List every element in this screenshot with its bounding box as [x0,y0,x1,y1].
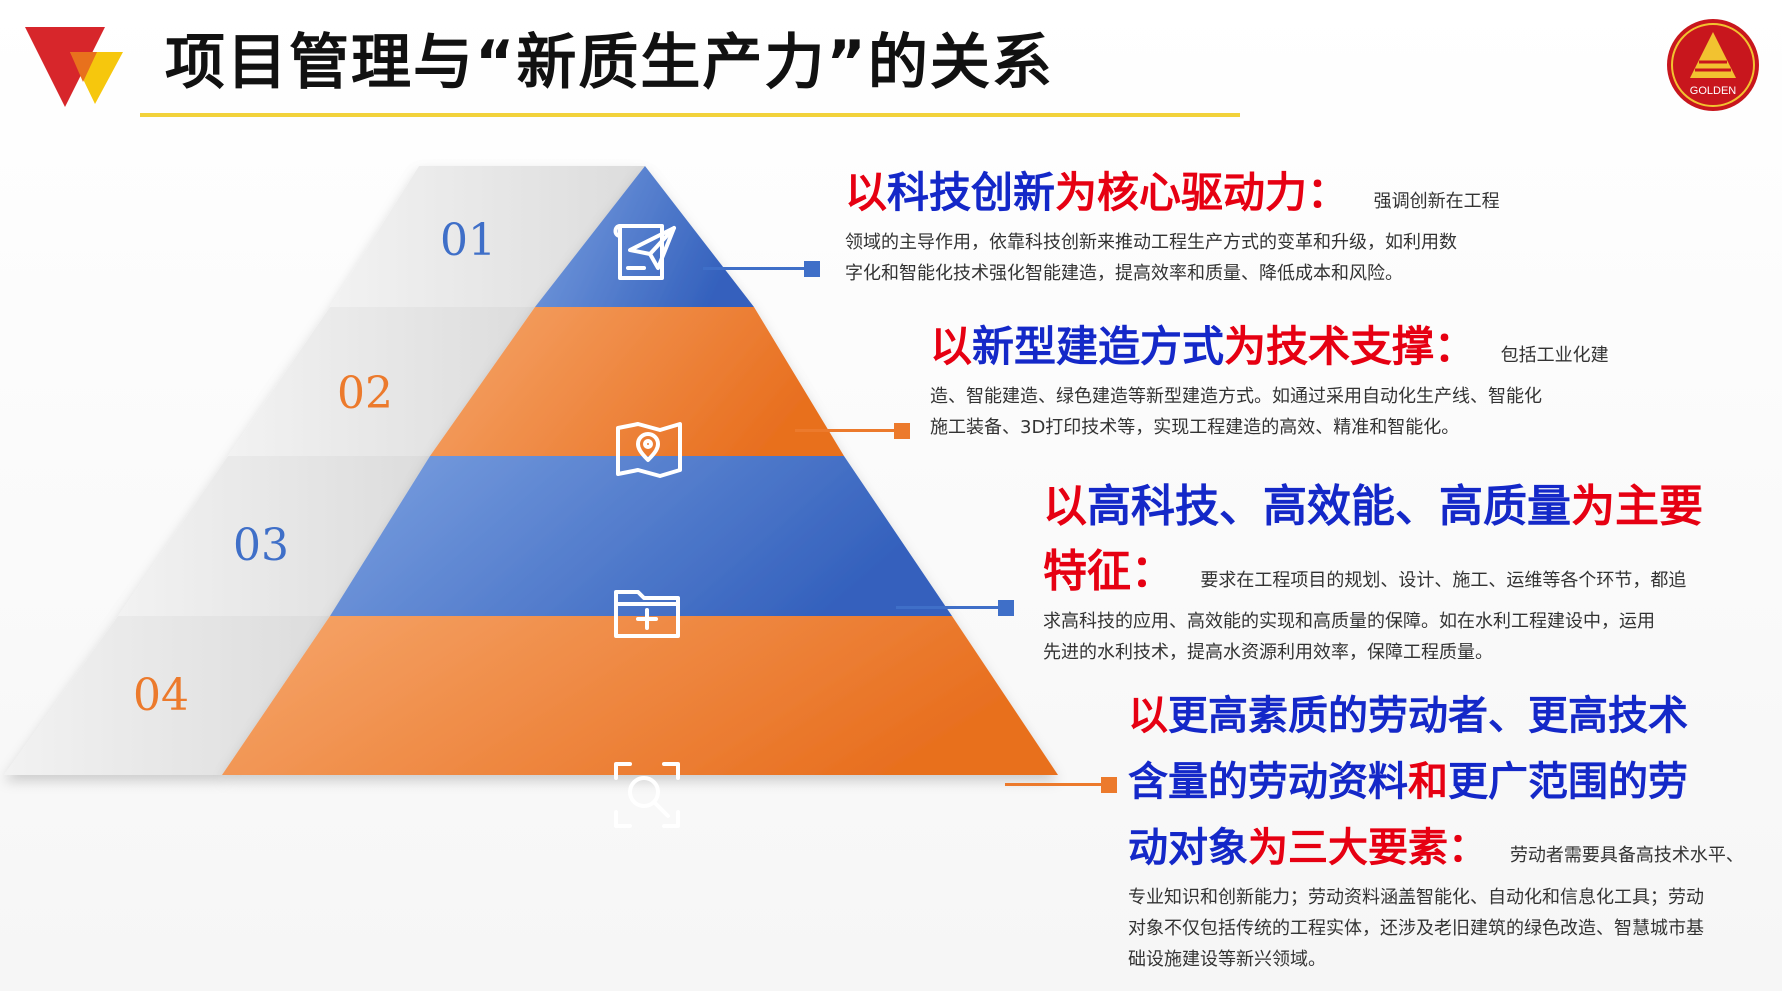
item-4-role: 为三大要素： [1248,824,1488,871]
item-2: 以新型建造方式为技术支撑： 包括工业化建 造、智能建造、绿色建造等新型建造方式。… [930,320,1630,443]
item-4-body-inline: 劳动者需要具备高技术水平、 [1509,845,1744,866]
tier-back-4 [4,616,330,775]
item-4-key-3: 更广范围的劳 [1448,758,1688,805]
connector-end-3 [998,600,1014,616]
map-location-icon [616,422,682,478]
connector-end-1 [804,261,820,277]
item-3-role: 为主要 [1571,481,1703,532]
connector-line-3 [896,606,1006,609]
item-2-body-line: 施工装备、3D打印技术等，实现工程建造的高效、精准和智能化。 [930,416,1460,438]
tier-back-1 [330,166,645,307]
item-2-role: 为技术支撑： [1224,322,1477,371]
page-title: 项目管理与“新质生产力”的关系 [165,28,1054,98]
item-3-prefix: 以 [1043,481,1087,532]
item-3-key: 高科技、高效能、高质量 [1087,481,1571,532]
tier-back-3 [118,456,430,616]
folder-add-icon [614,590,680,638]
item-1-prefix: 以 [845,168,888,217]
connector-end-4 [1101,777,1117,793]
item-1-body-line: 字化和智能化技术强化智能建造，提高效率和质量、降低成本和风险。 [845,262,1403,284]
golden-pyramid-badge-icon: GOLDEN [1667,19,1759,111]
red-triangle-logo-icon [25,27,123,107]
tier-front-3 [330,456,952,616]
tier-back-2 [228,307,535,456]
item-4-key-1: 更高素质的劳动者、更高技术 [1168,692,1688,739]
tier-front-2 [430,307,844,456]
item-3-body-line: 求高科技的应用、高效能的实现和高质量的保障。如在水利工程建设中，运用 [1043,611,1655,633]
item-3-body-line: 先进的水利技术，提高水资源利用效率，保障工程质量。 [1043,642,1493,664]
connector-line-2 [795,429,905,432]
tier-number-01: 01 [440,215,496,266]
tier-number-03: 03 [233,520,289,571]
tier-front-4 [222,616,1058,775]
title-underline [140,113,1240,117]
item-4-body-line: 础设施建设等新兴领域。 [1128,949,1326,970]
item-1-role: 为核心驱动力： [1055,168,1350,217]
golden-logo-text: GOLDEN [1690,85,1737,97]
item-1-body-line: 领域的主导作用，依靠科技创新来推动工程生产方式的变革和升级，如利用数 [845,231,1457,253]
tier-number-02: 02 [337,368,393,419]
item-3: 以高科技、高效能、高质量为主要 特征： 要求在工程项目的规划、设计、施工、运维等… [1043,478,1743,668]
item-4-and: 和 [1408,758,1448,805]
tier-number-04: 04 [133,670,189,721]
item-1-key: 科技创新 [887,168,1056,217]
item-2-body-line: 造、智能建造、绿色建造等新型建造方式。如通过采用自动化生产线、智能化 [930,385,1542,407]
pyramid-diagram: 01 02 03 04 [4,166,1058,828]
paper-plane-document-icon [613,224,676,280]
item-4-body-line: 对象不仅包括传统的工程实体，还涉及老旧建筑的绿色改造、智慧城市基 [1128,918,1704,939]
item-2-key: 新型建造方式 [972,322,1225,371]
item-2-body-inline: 包括工业化建 [1500,345,1609,366]
connector-line-4 [1005,783,1105,786]
item-4-key-2: 含量的劳动资料 [1128,758,1408,805]
item-3-role-cont: 特征： [1043,546,1175,598]
item-4-key-4: 动对象 [1128,824,1248,871]
connector-end-2 [894,423,910,439]
item-1: 以科技创新为核心驱动力： 强调创新在工程 领域的主导作用，依靠科技创新来推动工程… [845,166,1545,289]
item-4-body-line: 专业知识和创新能力；劳动资料涵盖智能化、自动化和信息化工具；劳动 [1128,887,1704,908]
connector-line-1 [703,267,806,270]
scan-search-icon [614,762,680,828]
item-4-prefix: 以 [1128,692,1168,739]
item-3-body-inline: 要求在工程项目的规划、设计、施工、运维等各个环节，都追 [1200,570,1687,592]
tier-front-1 [535,166,754,307]
item-1-body-inline: 强调创新在工程 [1373,191,1500,212]
item-2-prefix: 以 [930,322,973,371]
item-4: 以更高素质的劳动者、更高技术 含量的劳动资料和更广范围的劳 动对象为三大要素： … [1128,690,1778,975]
